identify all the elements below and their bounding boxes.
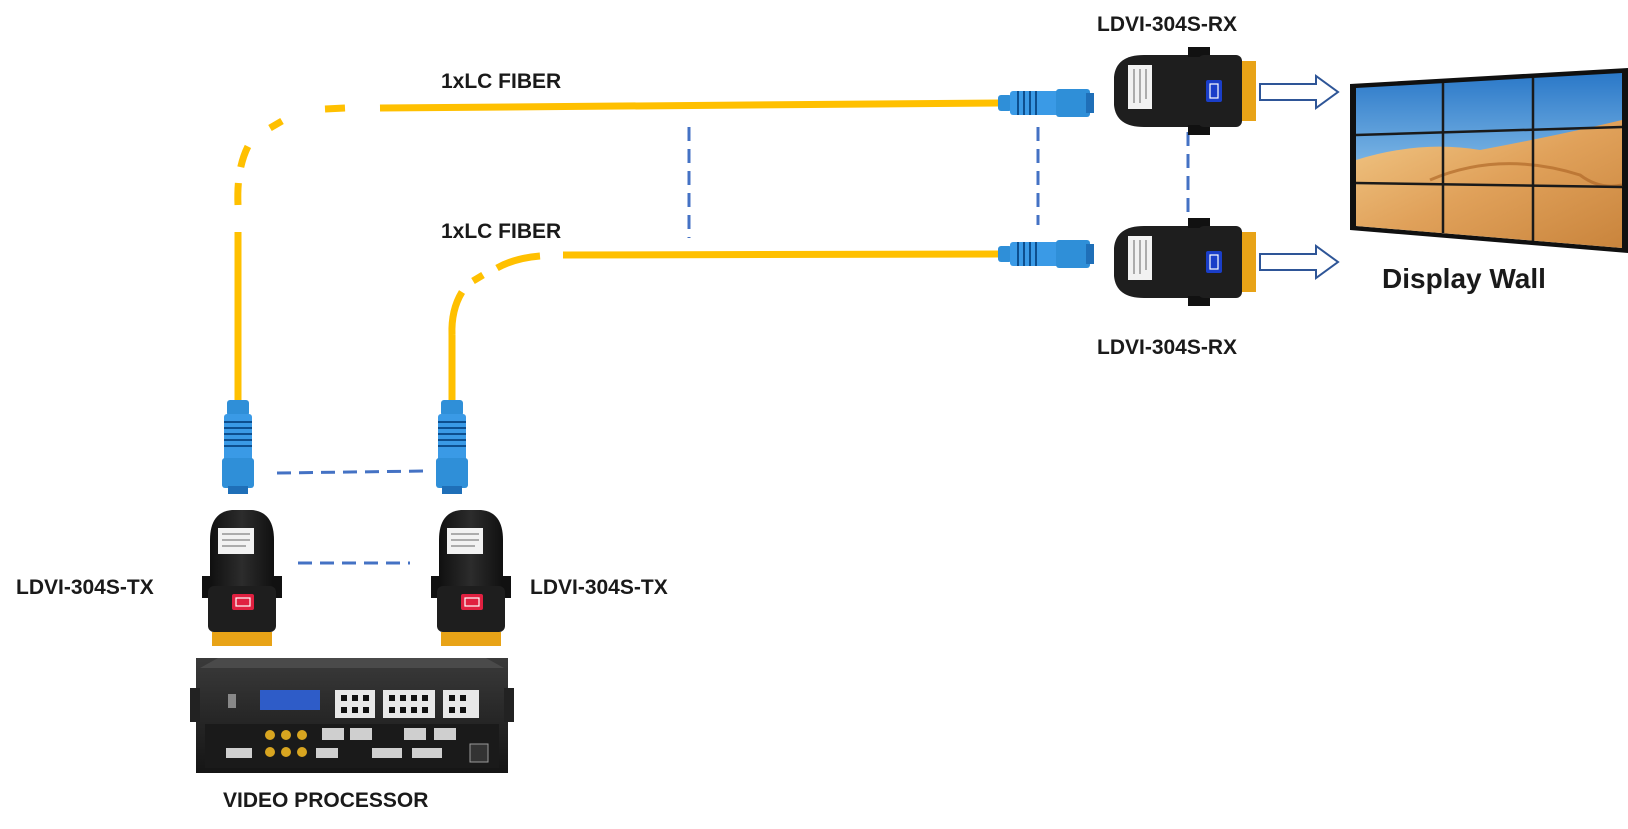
rx-label-top: LDVI-304S-RX <box>1097 13 1237 36</box>
tx-label-left: LDVI-304S-TX <box>16 576 154 599</box>
fiber-label-bottom: 1xLC FIBER <box>441 220 561 243</box>
fiber-receiver-icon <box>1113 46 1257 136</box>
display-wall-label: Display Wall <box>1382 263 1546 294</box>
fiber-cable-top <box>234 99 1001 405</box>
fiber-label-top: 1xLC FIBER <box>441 70 561 93</box>
fiber-receiver-icon <box>1113 217 1257 307</box>
outline-arrow-icon <box>1259 245 1339 279</box>
video-wall-icon <box>1350 68 1628 253</box>
dashed-links <box>276 127 1190 565</box>
fiber-transmitter-icon <box>201 509 283 647</box>
tx-label-right: LDVI-304S-TX <box>530 576 668 599</box>
outline-arrow-icon <box>1259 75 1339 109</box>
lc-connector-icon <box>997 88 1095 118</box>
dashed-link-tx-connectors <box>276 469 428 475</box>
lc-connector-icon <box>221 399 255 495</box>
rx-label-bottom: LDVI-304S-RX <box>1097 336 1237 359</box>
rack-processor-icon <box>190 658 514 773</box>
lc-connector-icon <box>435 399 469 495</box>
lc-connector-icon <box>997 239 1095 269</box>
video-processor-label: VIDEO PROCESSOR <box>223 789 428 812</box>
fiber-cable-bottom <box>448 250 1001 405</box>
fiber-transmitter-icon <box>430 509 512 647</box>
